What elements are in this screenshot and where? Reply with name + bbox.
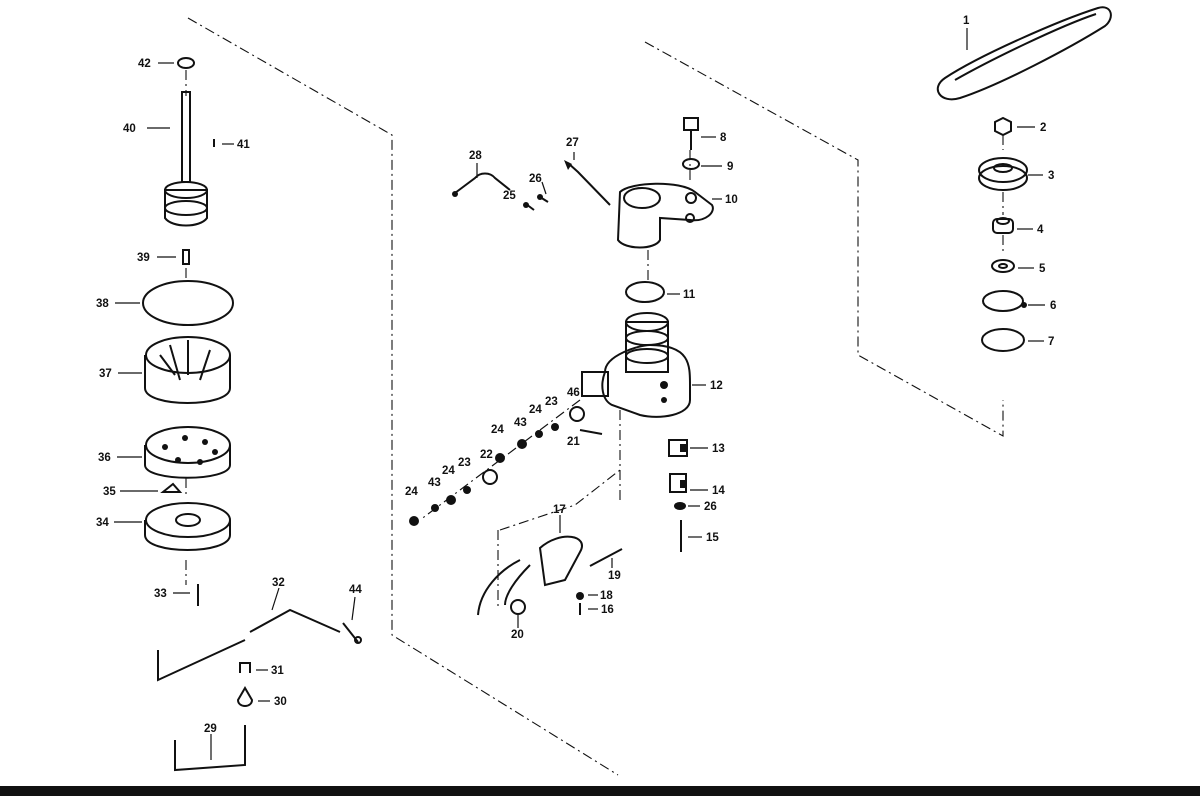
retainer bbox=[669, 473, 687, 493]
callout-1: 1 bbox=[963, 15, 970, 27]
bottom-border bbox=[0, 786, 1200, 796]
callout-7: 7 bbox=[1048, 336, 1054, 348]
callout-2: 2 bbox=[1040, 122, 1046, 134]
callout-43a: 43 bbox=[428, 477, 441, 489]
stator-plate bbox=[144, 426, 231, 479]
base-plate bbox=[144, 502, 231, 551]
callout-10: 10 bbox=[725, 194, 738, 206]
callout-24a: 24 bbox=[405, 486, 418, 498]
callout-39: 39 bbox=[137, 252, 150, 264]
callout-25: 25 bbox=[503, 190, 516, 202]
callout-40: 40 bbox=[123, 123, 136, 135]
callout-3: 3 bbox=[1048, 170, 1054, 182]
clip bbox=[668, 439, 688, 457]
callout-23a: 23 bbox=[458, 457, 471, 469]
callout-41: 41 bbox=[237, 139, 250, 151]
pin-and-washer bbox=[523, 194, 549, 211]
pulley bbox=[978, 157, 1028, 191]
callout-26a: 26 bbox=[529, 173, 542, 185]
cap-30 bbox=[236, 686, 254, 707]
seal-ring bbox=[981, 328, 1025, 352]
callout-5: 5 bbox=[1039, 263, 1046, 275]
callout-26b: 26 bbox=[704, 501, 717, 513]
callout-27: 27 bbox=[566, 137, 579, 149]
callout-13: 13 bbox=[712, 443, 725, 455]
spacer bbox=[992, 217, 1014, 234]
callout-24b: 24 bbox=[442, 465, 455, 477]
callout-23b: 23 bbox=[545, 396, 558, 408]
callout-11: 11 bbox=[683, 289, 696, 301]
rotor-cup bbox=[144, 336, 231, 404]
callout-21: 21 bbox=[567, 436, 580, 448]
callout-14: 14 bbox=[712, 485, 725, 497]
callout-38: 38 bbox=[96, 298, 109, 310]
callout-16: 16 bbox=[601, 604, 614, 616]
callout-19: 19 bbox=[608, 570, 621, 582]
stacked-nuts-row bbox=[409, 406, 603, 526]
callout-24c: 24 bbox=[491, 424, 504, 436]
callout-18: 18 bbox=[600, 590, 613, 602]
callout-29: 29 bbox=[204, 723, 217, 735]
drive-belt bbox=[936, 6, 1112, 101]
callout-24d: 24 bbox=[529, 404, 542, 416]
callout-30: 30 bbox=[274, 696, 287, 708]
callout-4: 4 bbox=[1037, 224, 1044, 236]
coil-assembly bbox=[477, 535, 623, 616]
shaft-assembly bbox=[164, 91, 208, 227]
callout-22: 22 bbox=[480, 449, 493, 461]
callout-17: 17 bbox=[553, 504, 566, 516]
callout-20: 20 bbox=[511, 629, 524, 641]
callout-labels: 1 2 3 4 5 6 7 8 9 10 11 12 13 14 15 16 1… bbox=[96, 15, 1056, 735]
rubber-plug bbox=[160, 482, 183, 493]
housing bbox=[581, 312, 691, 418]
distributor-cap-bracket bbox=[616, 182, 714, 249]
washer bbox=[991, 259, 1015, 273]
callout-36: 36 bbox=[98, 452, 111, 464]
callout-44: 44 bbox=[349, 584, 362, 596]
tip-screw bbox=[564, 160, 611, 206]
hose-fitting-44 bbox=[342, 622, 362, 644]
callout-15: 15 bbox=[706, 532, 719, 544]
bearing-ring bbox=[625, 281, 665, 303]
callout-6: 6 bbox=[1050, 300, 1056, 312]
center-washer bbox=[682, 158, 700, 170]
clamp-ring bbox=[982, 290, 1027, 312]
callout-31: 31 bbox=[271, 665, 284, 677]
callout-42: 42 bbox=[138, 58, 151, 70]
callout-37: 37 bbox=[99, 368, 112, 380]
o-ring bbox=[142, 280, 234, 326]
clip-31 bbox=[239, 662, 251, 673]
callout-9: 9 bbox=[727, 161, 733, 173]
small-washer bbox=[674, 502, 686, 510]
callout-43b: 43 bbox=[514, 417, 527, 429]
bolt bbox=[683, 117, 699, 150]
callout-8: 8 bbox=[720, 132, 727, 144]
top-washer bbox=[177, 57, 195, 69]
callout-46: 46 bbox=[567, 387, 580, 399]
hex-nut bbox=[994, 116, 1012, 137]
u-hose-29 bbox=[174, 725, 246, 772]
pin bbox=[182, 249, 190, 265]
callout-28: 28 bbox=[469, 150, 482, 162]
hose-bend-32 bbox=[157, 608, 341, 682]
callout-12: 12 bbox=[710, 380, 723, 392]
callout-35: 35 bbox=[103, 486, 116, 498]
leader-lines bbox=[114, 28, 1045, 760]
sensor-lead bbox=[452, 172, 511, 197]
callout-32: 32 bbox=[272, 577, 285, 589]
callout-33: 33 bbox=[154, 588, 167, 600]
callout-34: 34 bbox=[96, 517, 109, 529]
